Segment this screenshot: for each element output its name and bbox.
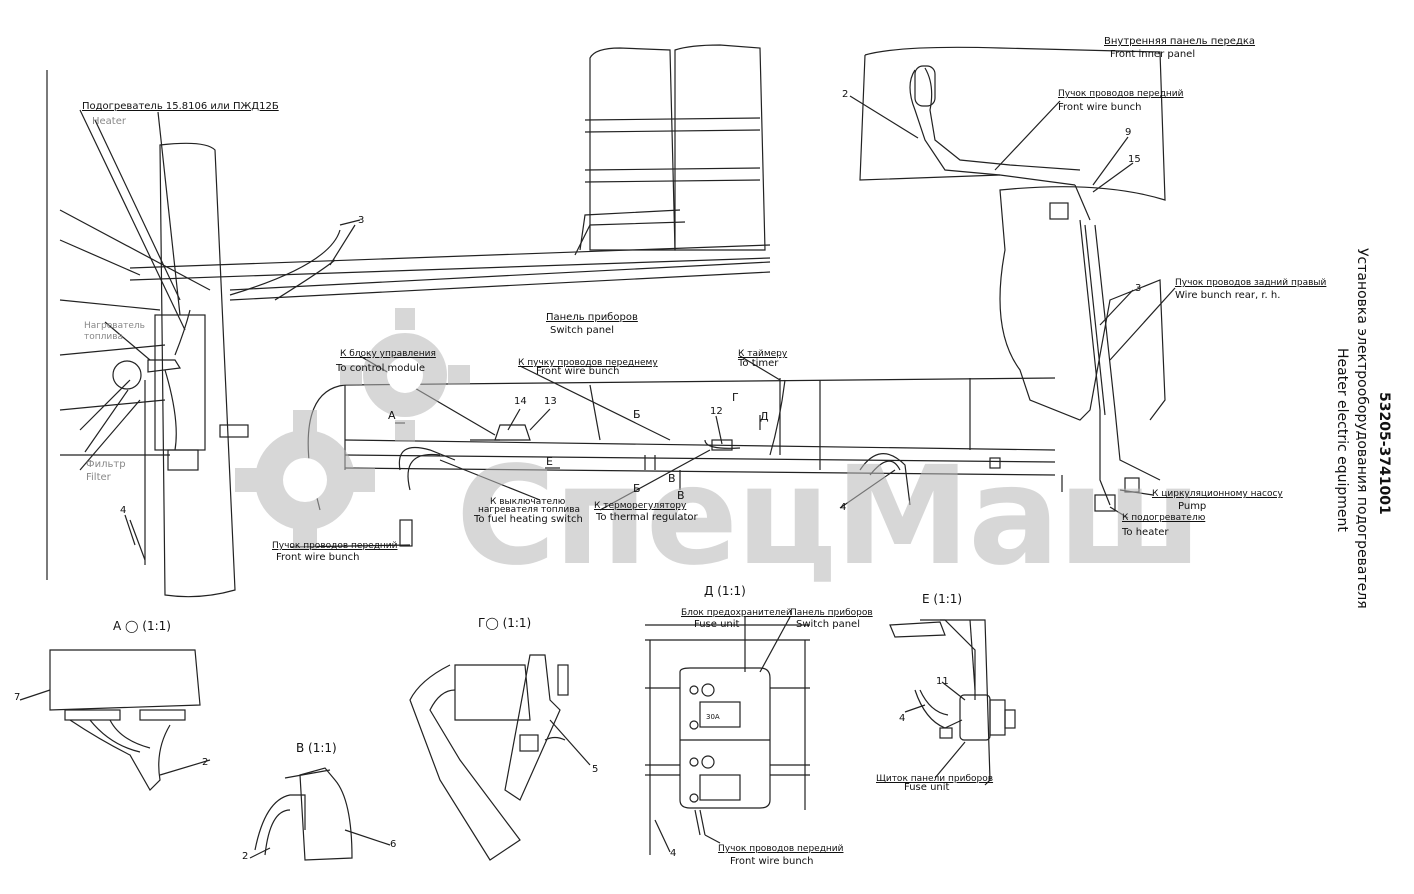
callout-4d: 4 bbox=[899, 713, 906, 724]
callout-13: 13 bbox=[544, 396, 557, 407]
view-marker-g: Г bbox=[732, 391, 739, 404]
heater-conn-label-ru: К подогревателю bbox=[1122, 513, 1206, 523]
fuel-switch-label-ru-1: К выключателю bbox=[490, 497, 566, 507]
document-title-en: Heater electric equipment bbox=[1334, 348, 1350, 532]
front-bunch-label-ru-1: Пучок проводов передний bbox=[1058, 89, 1184, 99]
pump-label-ru: К циркуляционному насосу bbox=[1152, 489, 1283, 499]
callout-6: 6 bbox=[390, 839, 397, 850]
view-marker-b2: Б bbox=[633, 482, 641, 495]
thermo-label-en: To thermal regulator bbox=[596, 512, 698, 523]
to-front-bunch-label-en: Front wire bunch bbox=[536, 366, 620, 377]
callout-14: 14 bbox=[514, 396, 527, 407]
filter-label-ru: Фильтр bbox=[86, 459, 126, 470]
timer-label-ru: К таймеру bbox=[738, 349, 788, 359]
watermark-text: СпецМаш bbox=[456, 438, 1202, 596]
fuel-switch-label-ru-2: нагревателя топлива bbox=[478, 505, 581, 515]
switch-panel2-label-en: Switch panel bbox=[796, 619, 860, 630]
fuse-shield-label-en: Fuse unit bbox=[904, 782, 950, 793]
callout-15: 15 bbox=[1128, 154, 1141, 165]
rear-bunch-label-ru: Пучок проводов задний правый bbox=[1175, 278, 1327, 288]
heater-model-label: Подогреватель 15.8106 или ПЖД12Б bbox=[82, 101, 279, 112]
fuse-shield-label-ru: Щиток панели приборов bbox=[876, 774, 994, 784]
pump-label-en: Pump bbox=[1178, 501, 1207, 512]
callout-2c: 2 bbox=[242, 851, 249, 862]
callout-4a: 4 bbox=[120, 505, 127, 516]
view-marker-b: Б bbox=[633, 408, 641, 421]
rear-bunch-label-en: Wire bunch rear, r. h. bbox=[1175, 290, 1281, 301]
view-title-a: А ◯ (1:1) bbox=[113, 619, 171, 633]
front-bunch-label-ru-3: Пучок проводов передний bbox=[718, 844, 844, 854]
front-bunch-label-en-1: Front wire bunch bbox=[1058, 102, 1142, 113]
view-marker-v: В bbox=[668, 472, 676, 485]
callout-2a: 2 bbox=[842, 89, 849, 100]
switch-panel-label-en: Switch panel bbox=[550, 325, 614, 336]
fuse-rating: 30A bbox=[706, 713, 720, 721]
fuel-switch-label-en: To fuel heating switch bbox=[474, 514, 583, 525]
callout-9: 9 bbox=[1125, 127, 1132, 138]
callout-3a: 3 bbox=[358, 215, 365, 226]
heater-conn-label-en: To heater bbox=[1122, 527, 1169, 538]
switch-panel2-label-ru: Панель приборов bbox=[790, 608, 873, 618]
front-bunch-label-en-3: Front wire bunch bbox=[730, 856, 814, 867]
fuse-block-label-en: Fuse unit bbox=[694, 619, 740, 630]
view-title-e: Е (1:1) bbox=[922, 592, 963, 606]
callout-11: 11 bbox=[936, 676, 949, 687]
view-marker-d: Д bbox=[760, 410, 769, 423]
callout-5: 5 bbox=[592, 764, 599, 775]
view-title-g: Г◯ (1:1) bbox=[478, 616, 532, 630]
callout-2b: 2 bbox=[202, 757, 209, 768]
control-module-label-en: To control module bbox=[336, 363, 426, 374]
switch-panel-label-ru: Панель приборов bbox=[546, 312, 638, 323]
timer-label-en: To timer bbox=[738, 358, 779, 369]
callout-4b: 4 bbox=[840, 502, 847, 513]
document-title-ru: Установка электрооборудования подогреват… bbox=[1354, 248, 1370, 609]
fuel-heater-label: Нагреватель топлива bbox=[84, 321, 145, 342]
callout-4c: 4 bbox=[670, 848, 677, 859]
inner-panel-label-ru: Внутренняя панель передка bbox=[1104, 36, 1256, 47]
front-bunch-label-ru-2: Пучок проводов передний bbox=[272, 541, 398, 551]
view-title-d: Д (1:1) bbox=[704, 584, 746, 598]
inner-panel-label-en: Front inner panel bbox=[1110, 49, 1196, 60]
view-marker-a: А bbox=[388, 409, 396, 422]
thermo-label-ru: К терморегулятору bbox=[594, 501, 687, 511]
callout-3b: 3 bbox=[1135, 283, 1142, 294]
document-code: 53205-3741001 bbox=[1376, 392, 1392, 515]
control-module-label-ru: К блоку управления bbox=[340, 349, 436, 359]
fuse-block-label-ru: Блок предохранителей bbox=[681, 608, 792, 618]
view-marker-v2: В bbox=[677, 489, 685, 502]
front-bunch-label-en-2: Front wire bunch bbox=[276, 552, 360, 563]
callout-12: 12 bbox=[710, 406, 723, 417]
filter-label-en: Filter bbox=[86, 472, 111, 483]
heater-model-faint-label: Heater bbox=[92, 116, 126, 127]
view-marker-e: Е bbox=[546, 455, 553, 468]
callout-7: 7 bbox=[14, 692, 21, 703]
to-front-bunch-label-ru: К пучку проводов переднему bbox=[518, 358, 658, 368]
view-title-v: В (1:1) bbox=[296, 741, 337, 755]
